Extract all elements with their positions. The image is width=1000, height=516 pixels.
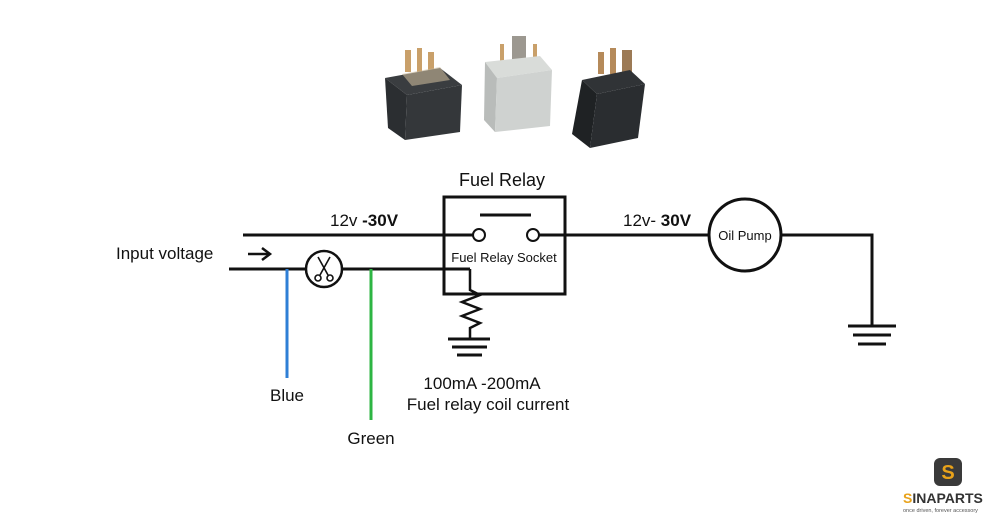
svg-text:S: S	[941, 462, 954, 484]
pump-ground-symbol	[848, 324, 896, 346]
relay-coil	[458, 269, 484, 338]
coil-ground-symbol	[448, 337, 490, 357]
oil-pump-circle	[707, 197, 783, 273]
circuit-wires	[229, 233, 874, 326]
fuse-circle	[304, 249, 344, 289]
relay-photo-black	[385, 48, 462, 140]
oil-pump-label: Oil Pump	[718, 228, 771, 243]
socket-label: Fuel Relay Socket	[451, 250, 557, 265]
relay-photos	[385, 36, 645, 148]
green-wire-label: Green	[347, 429, 394, 448]
scissors-icon	[314, 256, 334, 282]
coil-current-value: 100mA -200mA	[423, 374, 541, 393]
coil-current-caption: Fuel relay coil current	[407, 395, 570, 414]
input-voltage-label: Input voltage	[116, 244, 213, 263]
brand-logo-icon	[934, 458, 962, 486]
blue-wire-label: Blue	[270, 386, 304, 405]
relay-contact-left	[472, 228, 486, 242]
relay-contact-right	[526, 228, 540, 242]
relay-photo-white	[484, 36, 552, 132]
brand-logo: S SINAPARTS once driven, forever accesso…	[903, 458, 983, 514]
pump-ground-wire	[781, 233, 874, 326]
voltage-right-label: 12v- 30V	[623, 211, 692, 230]
brand-name: SINAPARTS	[903, 490, 983, 506]
relay-photo-dark	[572, 48, 645, 148]
relay-title: Fuel Relay	[459, 170, 545, 190]
input-arrow	[248, 247, 273, 261]
voltage-left-label: 12v -30V	[330, 211, 399, 230]
relay-socket-box	[442, 195, 567, 296]
brand-tagline: once driven, forever accessory	[903, 508, 978, 514]
